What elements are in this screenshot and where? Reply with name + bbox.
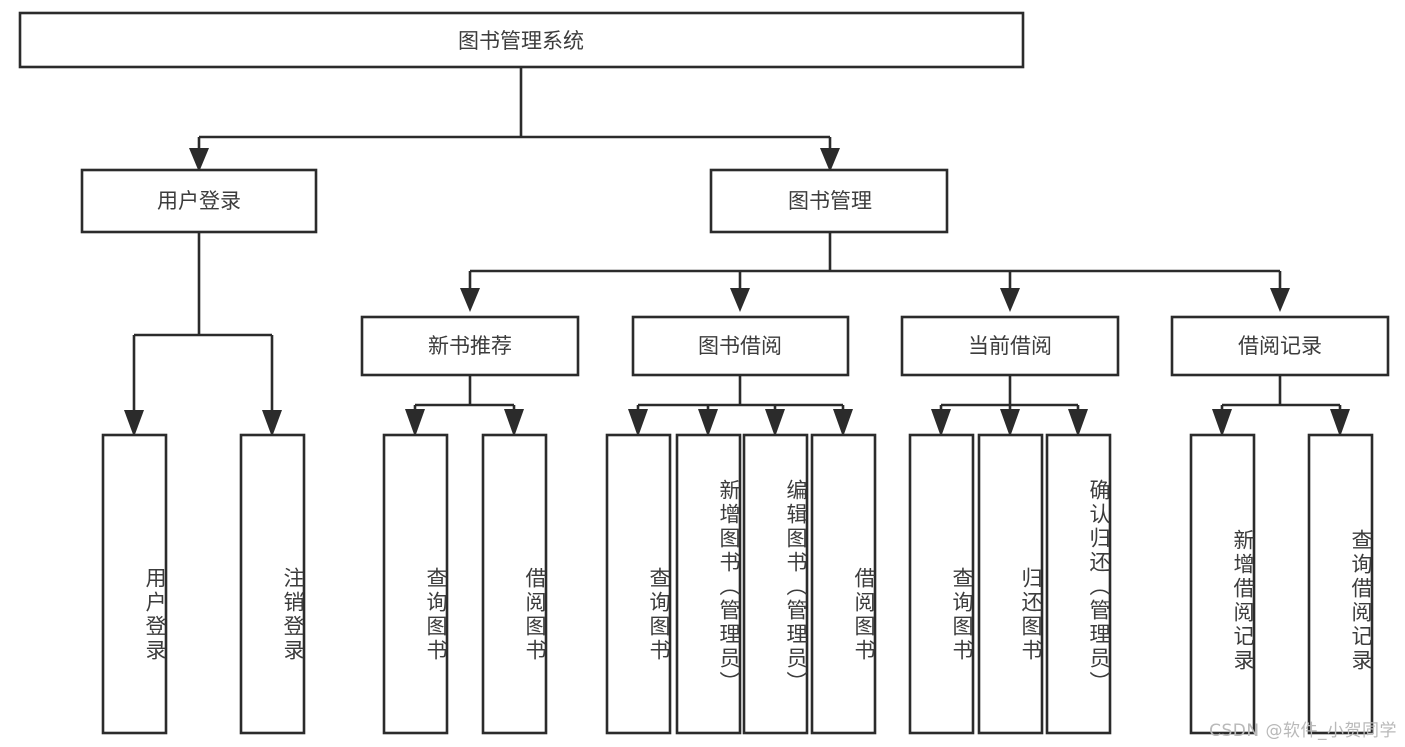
- arrow-to-new-book: [460, 288, 480, 312]
- leaf-box-borrow-lend[interactable]: [810, 433, 877, 735]
- node-new-book-recommend[interactable]: 新书推荐: [360, 315, 580, 377]
- node-user-login-label: 用户登录: [157, 189, 241, 213]
- leaf-box-record-add[interactable]: [1189, 433, 1256, 735]
- leaf-label-borrow-lend: 借阅图书: [852, 567, 876, 663]
- leaf-box-logout[interactable]: [239, 433, 306, 735]
- node-user-login-box[interactable]: [80, 168, 318, 234]
- leaf-label-current-confirm: 确认归还（管理员）: [1087, 479, 1111, 695]
- node-borrow-record-box[interactable]: [1170, 315, 1390, 377]
- node-new-book-recommend-box[interactable]: [360, 315, 580, 377]
- arrow-to-leaf-logout: [262, 410, 282, 437]
- arrow-to-current-borrow: [1000, 288, 1020, 312]
- arrow-to-user-login: [189, 148, 209, 172]
- leaf-label-logout: 注销登录: [281, 567, 305, 663]
- node-root-box[interactable]: [18, 11, 1025, 69]
- arrow-borrow-leaf2: [698, 409, 718, 437]
- arrow-newbook-leaf2: [504, 409, 524, 437]
- leaf-box-borrow-edit[interactable]: [742, 433, 809, 735]
- arrow-to-book-mgmt: [820, 148, 840, 172]
- leaf-box-newbook-query[interactable]: [382, 433, 449, 735]
- node-borrow-record-label: 借阅记录: [1238, 334, 1322, 358]
- leaf-label-newbook-borrow: 借阅图书: [523, 567, 547, 663]
- arrow-newbook-leaf1: [405, 409, 425, 437]
- node-book-management[interactable]: 图书管理: [709, 168, 949, 234]
- node-root-label: 图书管理系统: [458, 29, 584, 53]
- arrow-borrow-leaf4: [833, 409, 853, 437]
- leaf-label-record-add: 新增借阅记录: [1231, 529, 1255, 673]
- leaf-label-current-query: 查询图书: [950, 567, 974, 663]
- leaf-label-record-query: 查询借阅记录: [1349, 529, 1373, 673]
- node-book-borrow-box[interactable]: [631, 315, 850, 377]
- leaf-box-current-return[interactable]: [977, 433, 1044, 735]
- leaf-box-borrow-add[interactable]: [675, 433, 742, 735]
- arrow-to-borrow-record: [1270, 288, 1290, 312]
- leaf-box-current-confirm[interactable]: [1045, 433, 1112, 735]
- arrow-record-leaf1: [1212, 409, 1232, 437]
- leaf-box-user-login[interactable]: [101, 433, 168, 735]
- arrow-to-leaf-user-login: [124, 410, 144, 437]
- csdn-watermark: CSDN @软件_小贺同学: [1209, 721, 1397, 741]
- node-user-login[interactable]: 用户登录: [80, 168, 318, 234]
- node-book-management-label: 图书管理: [788, 189, 872, 213]
- arrow-current-leaf1: [931, 409, 951, 437]
- arrow-borrow-leaf3: [765, 409, 785, 437]
- leaf-label-borrow-edit: 编辑图书（管理员）: [784, 479, 808, 695]
- leaf-label-borrow-query: 查询图书: [647, 567, 671, 663]
- arrow-current-leaf2: [1000, 409, 1020, 437]
- node-root[interactable]: 图书管理系统: [18, 11, 1025, 69]
- arrow-borrow-leaf1: [628, 409, 648, 437]
- leaf-box-newbook-borrow[interactable]: [481, 433, 548, 735]
- arrow-to-book-borrow: [730, 288, 750, 312]
- leaf-label-borrow-add: 新增图书（管理员）: [717, 479, 741, 695]
- node-book-borrow[interactable]: 图书借阅: [631, 315, 850, 377]
- node-new-book-recommend-label: 新书推荐: [428, 334, 512, 358]
- node-current-borrow[interactable]: 当前借阅: [900, 315, 1120, 377]
- leaf-box-record-query[interactable]: [1307, 433, 1374, 735]
- leaf-box-borrow-query[interactable]: [605, 433, 672, 735]
- node-current-borrow-box[interactable]: [900, 315, 1120, 377]
- leaf-label-current-return: 归还图书: [1019, 567, 1043, 663]
- leaf-label-newbook-query: 查询图书: [424, 567, 448, 663]
- node-current-borrow-label: 当前借阅: [968, 334, 1052, 358]
- node-book-management-box[interactable]: [709, 168, 949, 234]
- leaf-box-group: [101, 433, 1374, 735]
- arrow-record-leaf2: [1330, 409, 1350, 437]
- node-book-borrow-label: 图书借阅: [698, 334, 782, 358]
- leaf-box-current-query[interactable]: [908, 433, 975, 735]
- arrowhead-group: [124, 148, 1350, 437]
- leaf-label-user-login: 用户登录: [143, 567, 167, 663]
- node-borrow-record[interactable]: 借阅记录: [1170, 315, 1390, 377]
- arrow-current-leaf3: [1068, 409, 1088, 437]
